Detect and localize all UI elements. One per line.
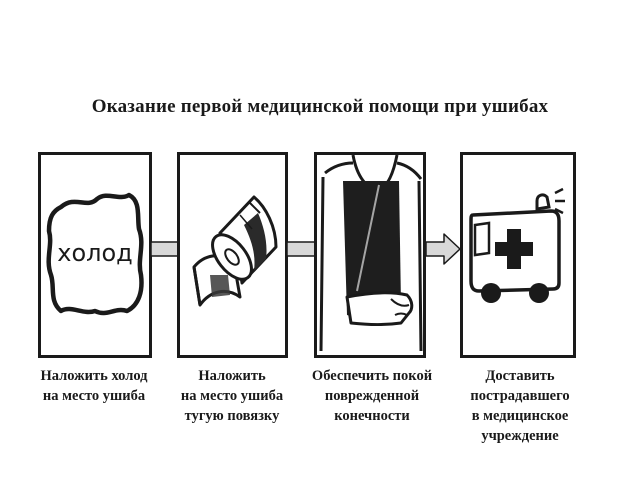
- step-2-panel: [177, 152, 288, 358]
- cold-label: холод: [57, 239, 133, 267]
- diagram-title: Оказание первой медицинской помощи при у…: [91, 96, 549, 117]
- step-4-panel: [460, 152, 576, 358]
- step-1-caption: Наложить холод на место ушиба: [40, 368, 148, 404]
- arrow-1: [151, 241, 181, 257]
- bandage-roll-icon: [192, 195, 278, 307]
- step-3-panel: [314, 152, 426, 358]
- step-1-panel: холод: [38, 152, 152, 358]
- ambulance-icon: [469, 187, 565, 303]
- step-4-caption: Доставить пострадавшего в медицинское уч…: [470, 368, 570, 444]
- cold-pack-icon: холод: [46, 192, 144, 316]
- step-2-caption: Наложить на место ушиба тугую повязку: [180, 368, 284, 424]
- arm-sling-icon: [319, 155, 423, 352]
- step-3-caption: Обеспечить покой поврежденной конечности: [311, 368, 433, 424]
- arrow-2: [287, 241, 315, 257]
- arrow-3: [426, 233, 461, 265]
